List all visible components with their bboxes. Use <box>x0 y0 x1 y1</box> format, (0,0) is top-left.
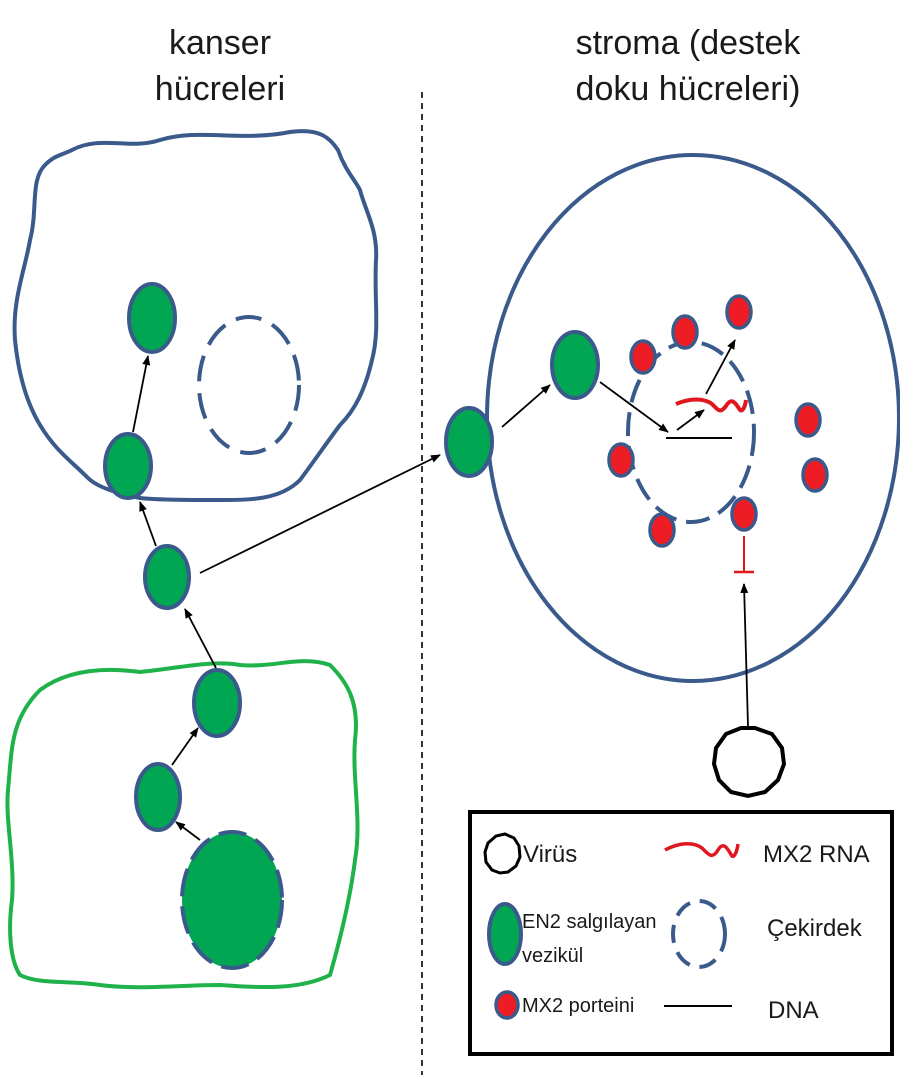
header-left-line1: kanser <box>169 24 271 62</box>
vesicle-stroma-inner <box>550 330 600 400</box>
legend-virus-label: Virüs <box>523 841 577 868</box>
mx2-protein-7 <box>648 512 676 548</box>
arrow-virus-up <box>740 583 749 727</box>
origin-cell-outline <box>5 659 360 990</box>
header-left-line2: hücreleri <box>155 70 285 108</box>
virus-icon <box>711 726 787 799</box>
vesicle-between-cells <box>143 544 191 610</box>
legend-mx2-protein-label: MX2 porteini <box>522 995 634 1017</box>
vesicle-cancer-bottom <box>103 432 153 500</box>
legend-dna-label: DNA <box>768 997 819 1024</box>
arrow-inner-to-dna <box>599 381 669 433</box>
legend-mx2-protein-icon <box>494 990 520 1020</box>
arrow-to-stroma <box>199 454 441 574</box>
legend-mx2-rna-icon <box>664 842 740 859</box>
arrow-cancer-up <box>132 355 151 433</box>
cancer-cell-outline <box>12 129 379 502</box>
header-right-line1: stroma (destek <box>576 24 802 62</box>
arrow-dna-to-rna <box>676 409 705 431</box>
legend-box <box>468 810 894 1056</box>
arrow-rna-to-protein <box>705 339 736 395</box>
arrow-large-to-middle <box>175 821 201 841</box>
vesicle-origin-top <box>192 668 242 738</box>
arrow-between-to-cancer <box>139 501 157 547</box>
arrow-middle-to-top <box>171 727 199 766</box>
mx2-protein-8 <box>730 496 758 532</box>
legend-nucleus-icon <box>671 899 727 969</box>
vesicle-stroma-entry <box>444 406 494 478</box>
mx2-protein-4 <box>794 402 822 438</box>
arrow-origin-to-between <box>184 608 217 669</box>
header-right-line2: doku hücreleri) <box>576 70 801 108</box>
arrow-entry-to-inner <box>501 384 551 428</box>
legend-vesicle-label-line2: vezikül <box>522 945 583 967</box>
mx2-protein-1 <box>725 294 753 330</box>
mx2-protein-2 <box>671 314 699 350</box>
stroma-mx2-rna <box>675 397 748 413</box>
vesicle-cancer-top <box>127 282 177 354</box>
legend-mx2-rna-label: MX2 RNA <box>763 841 870 868</box>
cancer-cell-nucleus <box>197 315 301 455</box>
legend-vesicle-icon <box>487 902 523 966</box>
legend-nucleus-label: Çekirdek <box>767 915 863 942</box>
vesicle-origin-large <box>180 830 284 970</box>
legend-vesicle-label-line1: EN2 salgılayan <box>522 911 657 933</box>
mx2-protein-6 <box>801 457 829 493</box>
legend-virus-icon <box>483 832 522 875</box>
mx2-protein-5 <box>607 442 635 478</box>
vesicle-origin-middle <box>134 762 182 832</box>
mx2-protein-3 <box>629 339 657 375</box>
